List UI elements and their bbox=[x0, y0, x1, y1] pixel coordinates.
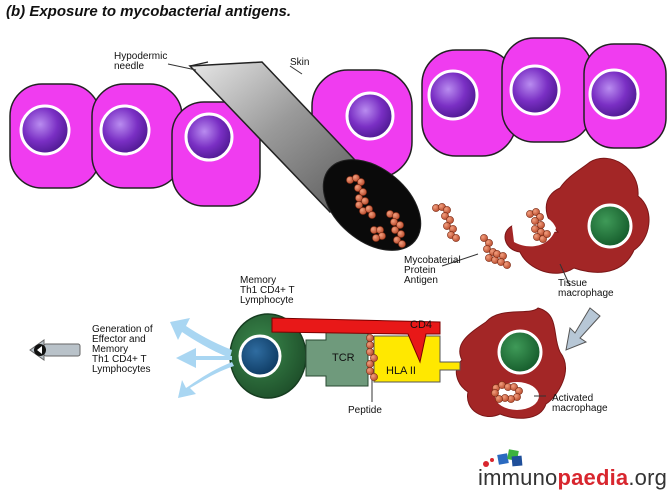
brand-wordmark[interactable]: immunopaedia.org bbox=[478, 465, 667, 491]
nucleus bbox=[184, 112, 234, 162]
brand-logo-icon bbox=[483, 449, 523, 467]
tcr-receptor bbox=[305, 331, 369, 387]
antigen-bead bbox=[372, 234, 380, 242]
antigen-bead bbox=[368, 211, 376, 219]
back-arrow-icon[interactable] bbox=[29, 339, 81, 361]
activated-macrophage bbox=[455, 307, 566, 419]
antigen-bead bbox=[391, 226, 399, 234]
antigen-bead bbox=[366, 360, 374, 368]
antigen-bead bbox=[491, 389, 499, 397]
label-tcr: TCR bbox=[332, 352, 355, 364]
antigen-bead bbox=[361, 197, 369, 205]
antigen-bead bbox=[503, 261, 511, 269]
memory-t-cell bbox=[229, 313, 307, 399]
nucleus bbox=[99, 104, 151, 156]
antigen-bead bbox=[452, 234, 460, 242]
label-memory-t-cell: Memory Th1 CD4+ T Lymphocyte bbox=[240, 275, 295, 306]
activated-macrophage-nucleus bbox=[497, 329, 543, 375]
effector-arrows bbox=[170, 318, 234, 398]
label-mycobacterial-antigen: Mycobaterial Protein Antigen bbox=[404, 255, 461, 286]
antigen-bead bbox=[396, 221, 404, 229]
nucleus bbox=[509, 64, 561, 116]
antigen-bead bbox=[370, 354, 378, 362]
label-hla-ii: HLA II bbox=[386, 365, 416, 377]
label-cd4: CD4 bbox=[410, 319, 433, 331]
brand-highlight: paedia bbox=[557, 465, 629, 490]
brand-prefix: immuno bbox=[478, 465, 558, 490]
cd4-molecule bbox=[271, 317, 441, 364]
label-tissue-macrophage: Tissue macrophage bbox=[558, 278, 614, 299]
antigen-beads bbox=[346, 174, 551, 403]
nucleus bbox=[345, 91, 395, 141]
nucleus bbox=[427, 69, 479, 121]
diagram-title: (b) Exposure to mycobacterial antigens. bbox=[6, 3, 292, 20]
antigen-bead bbox=[359, 188, 367, 196]
antigen-bead bbox=[355, 201, 363, 209]
antigen-bead bbox=[366, 348, 374, 356]
antigen-bead bbox=[543, 230, 551, 238]
label-generation: Generation of Effector and Memory Th1 CD… bbox=[92, 324, 153, 375]
antigen-bead bbox=[480, 234, 488, 242]
label-hypodermic-needle: Hypodermic needle bbox=[114, 51, 168, 72]
skin-cells-left bbox=[9, 83, 261, 207]
antigen-bead bbox=[398, 240, 406, 248]
brand-suffix: .org bbox=[628, 465, 668, 490]
hla-ii-molecule bbox=[373, 335, 461, 383]
antigen-bead bbox=[370, 373, 378, 381]
macrophage-nucleus bbox=[587, 203, 633, 249]
antigen-bead bbox=[366, 341, 374, 349]
label-activated-macrophage: Activated macrophage bbox=[552, 393, 608, 414]
antigen-bead bbox=[366, 334, 374, 342]
activation-arrow bbox=[565, 307, 601, 351]
nucleus bbox=[19, 104, 71, 156]
label-peptide: Peptide bbox=[348, 405, 382, 416]
antigen-bead bbox=[531, 217, 539, 225]
nucleus bbox=[588, 68, 640, 120]
memory-t-cell-nucleus bbox=[238, 334, 282, 378]
antigen-bead bbox=[366, 367, 374, 375]
skin-cells-right bbox=[311, 37, 667, 179]
antigen-bead bbox=[495, 395, 503, 403]
label-skin: Skin bbox=[290, 57, 310, 68]
antigen-bead bbox=[397, 230, 405, 238]
